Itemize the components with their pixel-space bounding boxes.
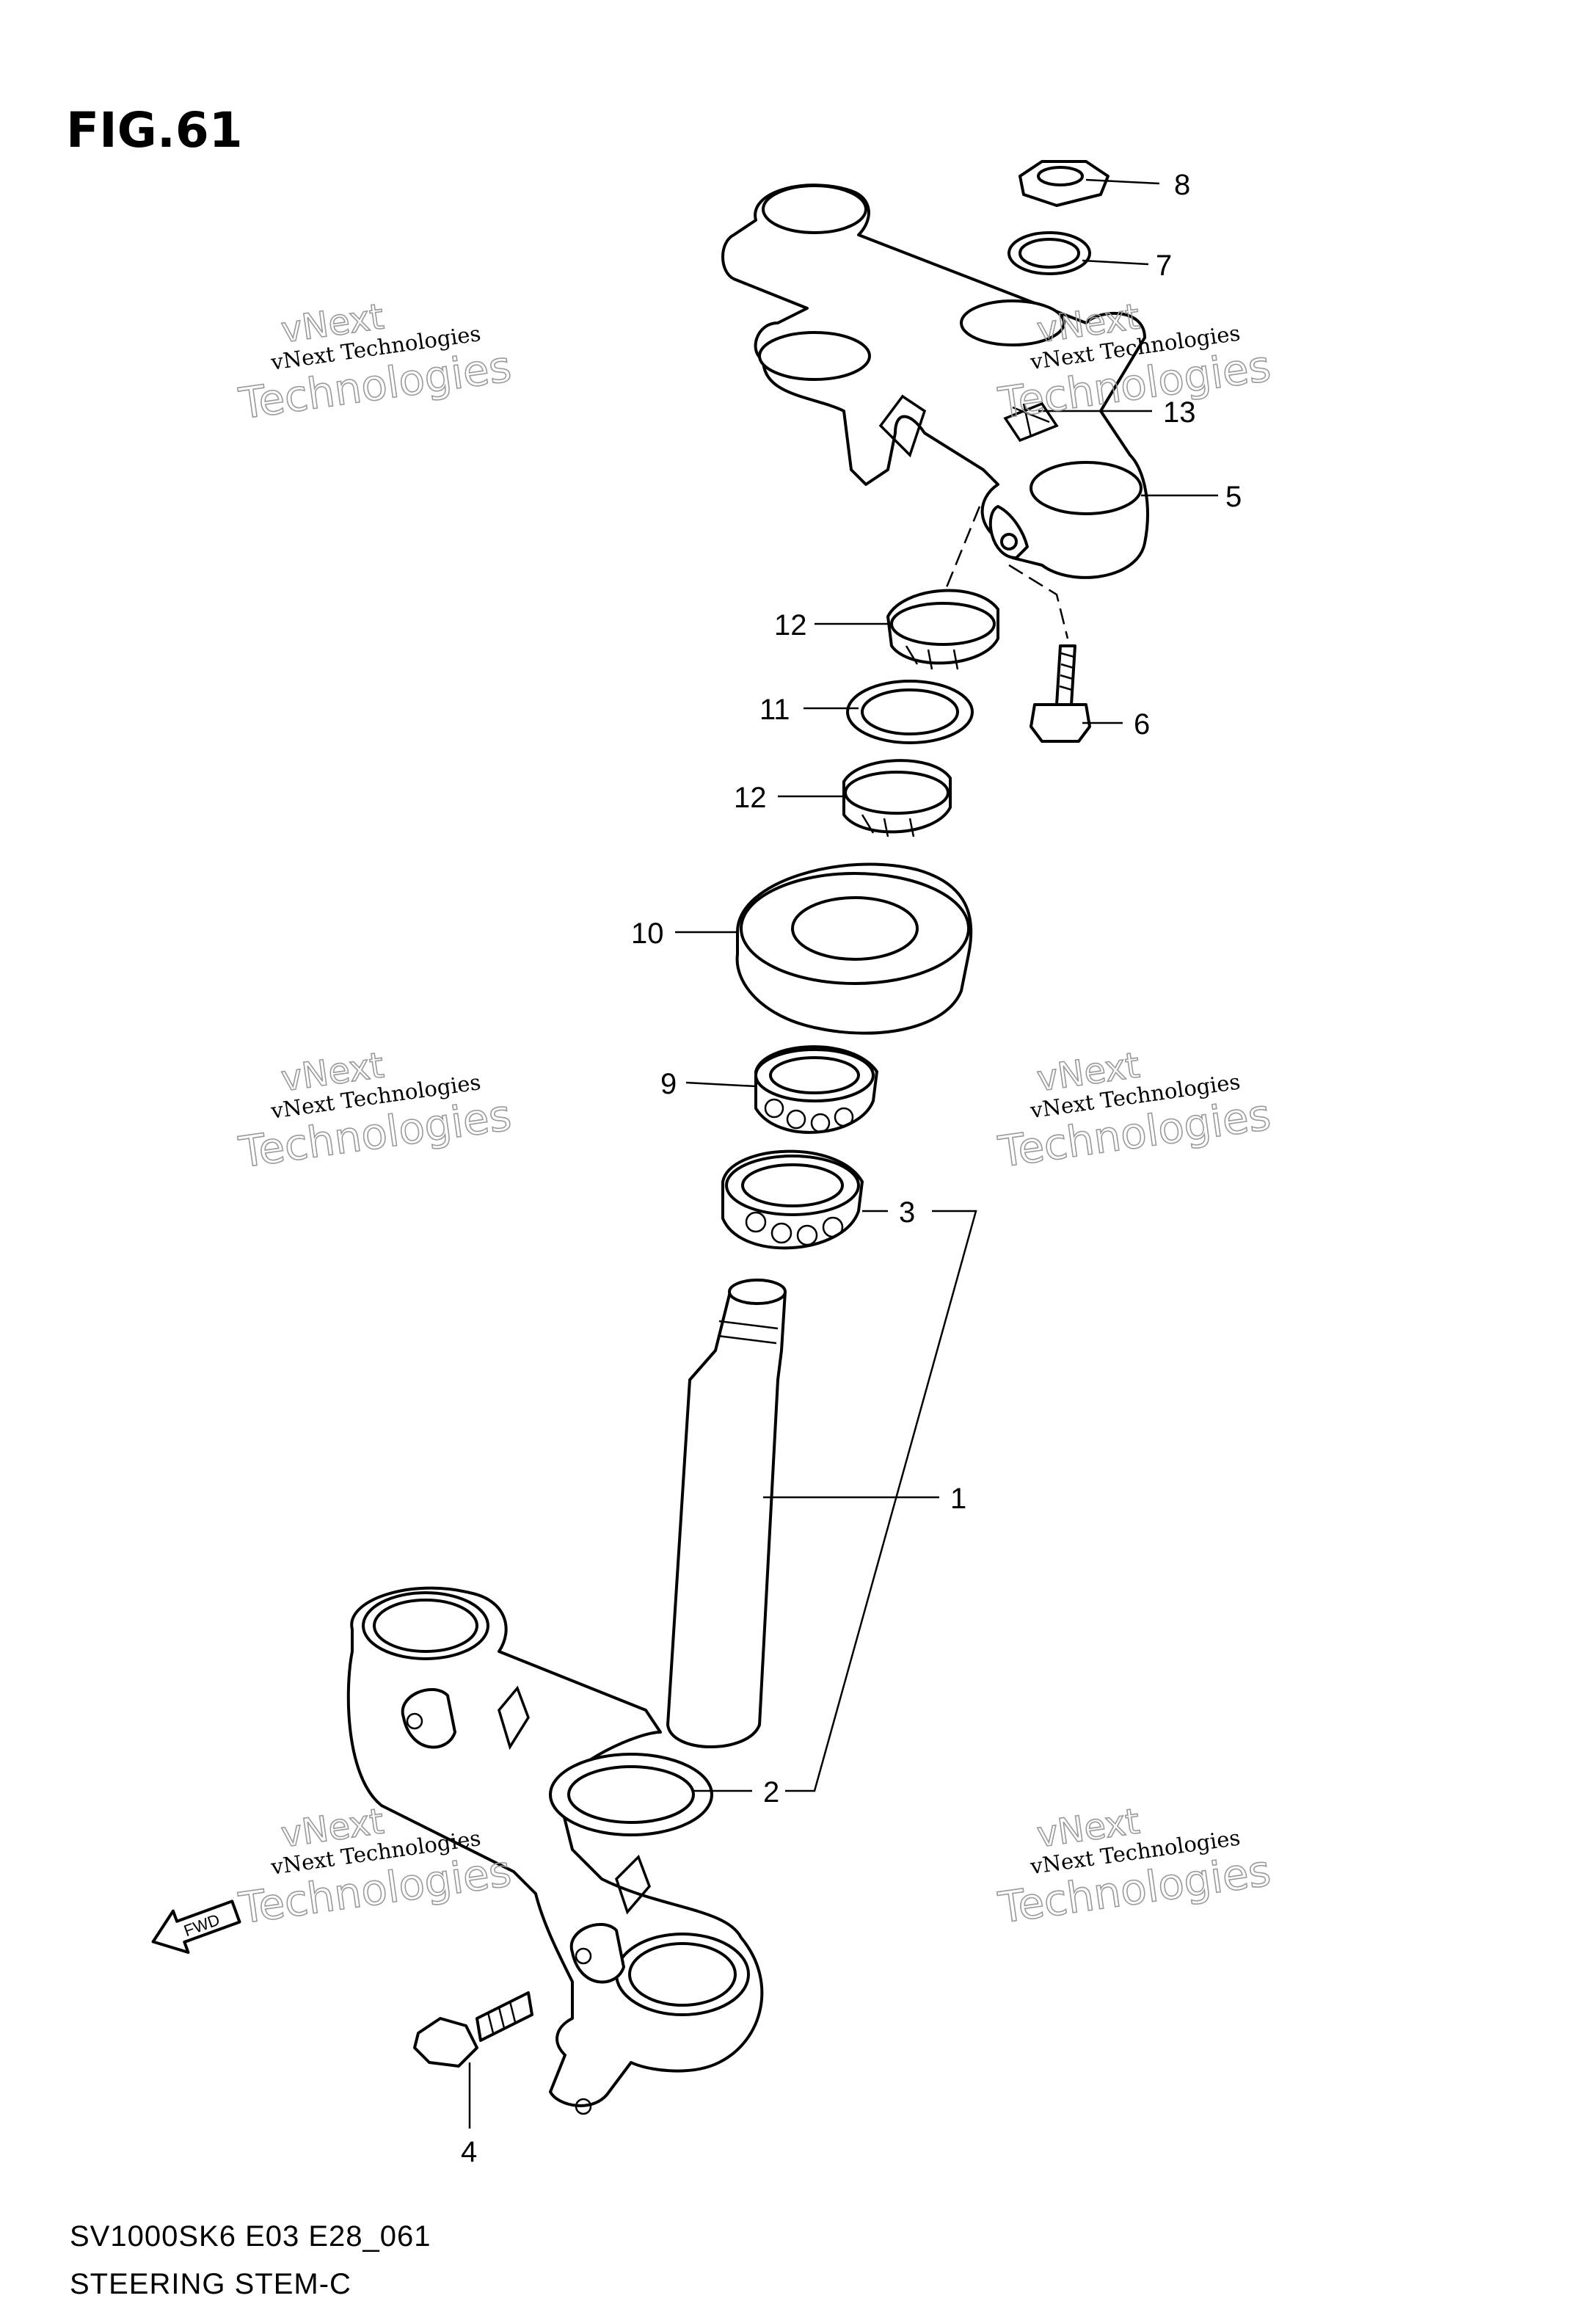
bearing-9 — [754, 1045, 878, 1134]
watermark-mid-left: vNext vNext Technologies Technologies — [236, 1044, 515, 1179]
callout-12-lower: 12 — [734, 782, 767, 814]
nut-8 — [1019, 160, 1109, 207]
upper-bracket — [721, 183, 1149, 579]
watermark-mid-right: vNext vNext Technologies Technologies — [994, 1044, 1274, 1178]
figure-code: SV1000SK6 E03 E28_061 — [70, 2220, 431, 2253]
bolt-4 — [413, 1991, 533, 2068]
dust-seal-10 — [735, 862, 973, 1035]
callout-1: 1 — [950, 1483, 966, 1515]
figure-title: FIG.61 — [66, 102, 243, 159]
callout-7: 7 — [1156, 250, 1172, 282]
callout-4: 4 — [461, 2136, 477, 2168]
assembly-line-nut — [945, 506, 981, 588]
leader-8 — [1085, 178, 1160, 185]
lock-nut-12a — [886, 589, 999, 670]
leader-3-bracket — [785, 1210, 977, 1792]
callout-12-upper: 12 — [774, 609, 807, 641]
fwd-arrow: FWD — [151, 1900, 241, 1955]
watermark-top-left: vNext vNext Technologies Technologies — [236, 296, 515, 430]
callout-8: 8 — [1174, 169, 1190, 201]
callout-13: 13 — [1163, 396, 1196, 429]
lock-nut-12b — [842, 759, 952, 837]
callout-2: 2 — [763, 1776, 779, 1808]
washer-11 — [846, 680, 974, 744]
callout-3: 3 — [899, 1196, 915, 1229]
figure-name: STEERING STEM-C — [70, 2268, 351, 2300]
washer-7 — [1007, 231, 1091, 275]
callout-5: 5 — [1225, 481, 1242, 513]
bearing-3 — [721, 1149, 864, 1250]
callout-6: 6 — [1134, 708, 1150, 741]
callout-9: 9 — [660, 1068, 677, 1100]
bolt-6 — [1030, 644, 1091, 743]
lower-bracket — [346, 1586, 764, 2115]
assembly-line-bolt — [1008, 564, 1069, 639]
callout-10: 10 — [631, 917, 664, 950]
callout-11: 11 — [759, 694, 790, 726]
steering-stem-1 — [666, 1279, 787, 1748]
leader-9 — [685, 1081, 757, 1088]
leader-7 — [1082, 259, 1149, 266]
watermark-bottom-right: vNext vNext Technologies Technologies — [994, 1800, 1274, 1934]
